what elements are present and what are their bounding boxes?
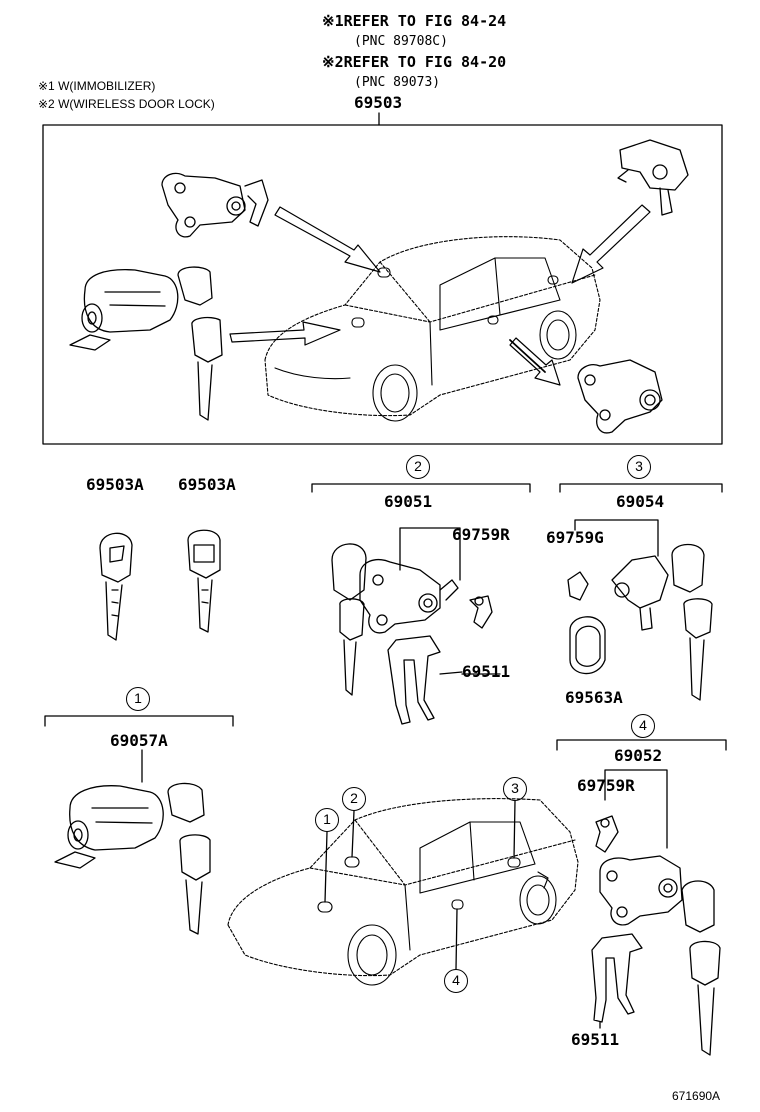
callout-3-header: 3 [627,455,651,479]
top-rear-door-cylinder-icon [577,359,663,434]
group4-door-cylinder-icon [599,855,721,1056]
ref1-text: REFER TO FIG 84-24 [343,12,507,30]
group2-lever-icon [469,595,493,629]
part-group2-sub: 69759R [452,525,510,544]
part-key-left: 69503A [86,475,144,494]
bottom-callout-leaders [324,800,516,970]
assembly-frame [42,124,723,445]
group2-bracket [311,483,531,581]
note-wireless-door-lock: ※2 W(WIRELESS DOOR LOCK) [38,97,215,111]
callout-3-car: 3 [503,777,527,801]
ref1-label: ※1REFER TO FIG 84-24 [322,14,506,29]
ref2-text: REFER TO FIG 84-20 [343,53,507,71]
callout-4-car: 4 [444,969,468,993]
group3-bracket [559,483,723,557]
key-right-icon [187,529,221,633]
part-group2-main: 69051 [384,492,433,511]
part-group4-spring: 69511 [571,1030,620,1049]
group2-spring-icon [387,635,463,725]
ref2-pnc: (PNC 89073) [354,75,441,90]
part-group4-sub: 69759R [577,776,635,795]
bottom-car [227,798,579,986]
group3-pad-icon [569,616,606,675]
top-left-door-cylinder-icon [161,172,269,238]
callout-1-header: 1 [126,687,150,711]
group2-door-cylinder-icon [331,543,459,696]
ref2-label: ※2REFER TO FIG 84-20 [322,55,506,70]
part-group1-main: 69057A [110,731,168,750]
figure-code: 671690A [672,1089,721,1103]
part-key-right: 69503A [178,475,236,494]
part-group3-main: 69054 [616,492,665,511]
assembly-number: 69503 [354,93,403,112]
note-immobilizer: ※1 W(IMMOBILIZER) [38,79,156,93]
ref1-mark: ※1 [322,12,344,30]
group4-lever-icon [595,815,619,853]
part-group3-sub: 69759G [546,528,604,547]
group3-door-cylinder-icon [567,543,713,701]
callout-2-header: 2 [406,455,430,479]
top-right-door-cylinder-icon [617,139,689,216]
top-car [264,236,601,422]
key-left-icon [99,532,133,641]
group4-spring-icon [591,933,643,1029]
part-group3-pad: 69563A [565,688,623,707]
top-ignition-cylinder-icon [69,266,223,421]
callout-1-car: 1 [315,808,339,832]
group1-bracket [44,715,234,783]
group1-ignition-cylinder-icon [54,782,211,935]
top-arrows [229,204,651,386]
part-group4-main: 69052 [614,746,663,765]
callout-4-header: 4 [631,714,655,738]
group4-bracket [556,739,727,849]
ref2-mark: ※2 [322,53,344,71]
ref1-pnc: (PNC 89708C) [354,34,448,49]
part-group2-spring: 69511 [462,662,511,681]
